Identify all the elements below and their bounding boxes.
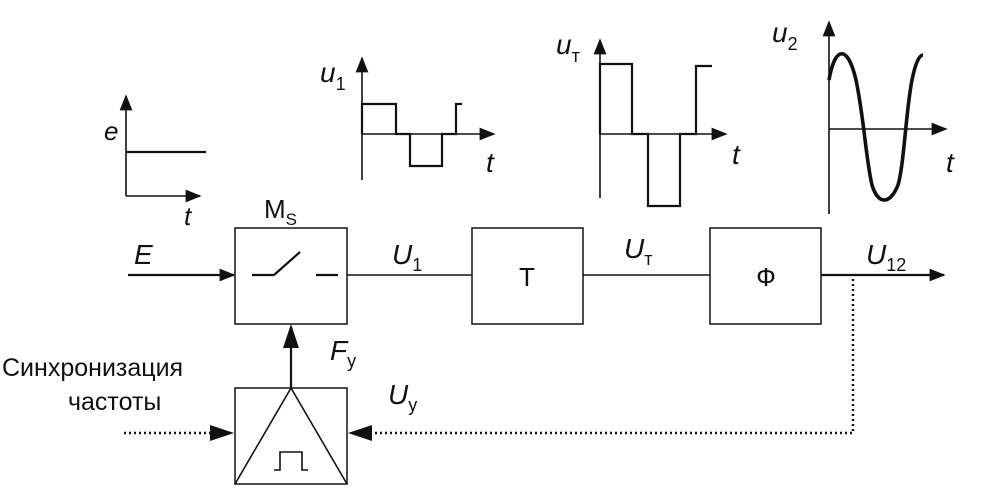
graph-ut-waveform: [598, 62, 712, 208]
sync-label-line1: Синхронизация: [2, 354, 183, 382]
pulse-symbol: [274, 451, 308, 471]
graph-e-x-label: t: [184, 201, 193, 231]
graph-u1-y-label: u1: [320, 57, 346, 94]
graph-ut-x-label: t: [732, 139, 741, 170]
uy-label: Uу: [388, 379, 417, 415]
filter-label: Ф: [756, 262, 776, 292]
graph-u2-sine-wave: [827, 51, 924, 202]
fy-arrowhead: [283, 324, 299, 348]
ut-label: Uт: [624, 233, 652, 269]
switch-blade: [273, 251, 301, 276]
generator-block: [234, 387, 348, 485]
graph-u2: u2 t: [772, 17, 955, 214]
graph-e-y-label: e: [104, 116, 118, 146]
generator-triangle-left: [234, 387, 292, 485]
graph-ut: uт t: [556, 29, 741, 208]
graph-u2-x-label: t: [946, 147, 955, 178]
graph-ut-y-label: uт: [556, 29, 580, 66]
u1-label: U1: [392, 239, 422, 275]
transformer-label: Т: [519, 262, 535, 292]
graph-u1-waveform: [360, 102, 462, 168]
generator-triangle-right: [290, 387, 348, 485]
graph-u2-y-label: u2: [772, 17, 798, 54]
u12-label: U12: [866, 239, 906, 275]
fy-label: Fу: [330, 335, 356, 371]
graph-u1-x-label: t: [486, 147, 495, 178]
transformer-block: [471, 227, 584, 325]
feedback-dotted-line: [360, 279, 855, 435]
feedback-arrowhead: [348, 425, 372, 441]
sync-label-line2: частоты: [68, 388, 161, 416]
graph-u1: u1 t: [320, 56, 496, 180]
graph-e: e t: [104, 94, 206, 231]
sync-arrowhead: [210, 425, 234, 441]
input-e-label: E: [134, 239, 153, 270]
modulator-label: MS: [264, 194, 297, 229]
